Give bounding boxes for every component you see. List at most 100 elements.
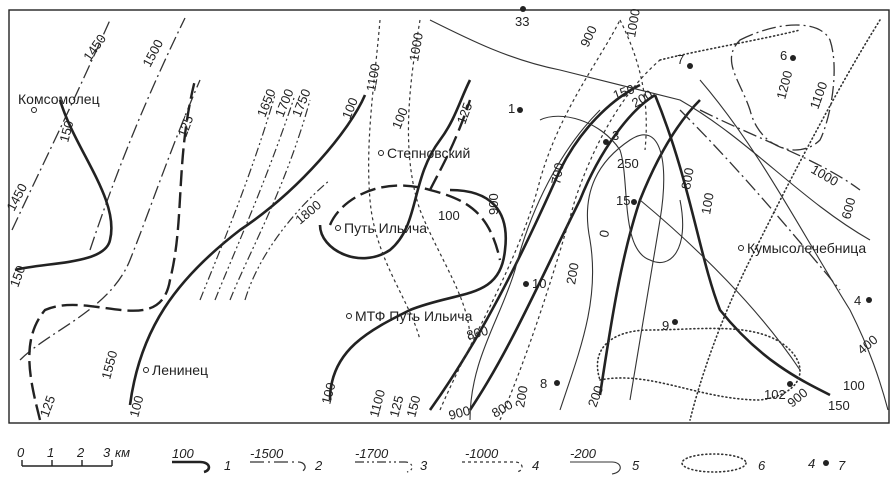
isoline-heavy-dashed — [428, 99, 472, 191]
scale-tick: 1 — [47, 445, 54, 460]
contour-label: 1000 — [809, 162, 842, 189]
isoline-type1 — [428, 83, 641, 411]
contour-label: 700 — [548, 162, 567, 186]
settlement-marker — [335, 225, 341, 231]
well-marker — [687, 63, 693, 69]
isoline-type6 — [596, 327, 801, 401]
settlement-komsomolets: Комсомолец — [18, 91, 100, 107]
scale-bar: 0 1 2 3 км — [17, 445, 130, 467]
contour-label: 125 — [454, 101, 476, 127]
well-marker — [631, 199, 637, 205]
isoline-type1 — [598, 99, 701, 396]
settlement-marker — [378, 150, 384, 156]
contour-label: 900 — [784, 385, 810, 410]
contour-label: 100 — [318, 381, 338, 406]
contour-label: 1000 — [623, 7, 643, 38]
legend-index-6: 6 — [758, 458, 766, 473]
well-marker — [790, 55, 796, 61]
contour-label: 150 — [828, 398, 850, 413]
isoline-type2 — [19, 79, 201, 361]
isoline-type4 — [368, 19, 421, 341]
contour-label: 100 — [843, 378, 865, 393]
scale-tick: 0 — [17, 445, 25, 460]
well-label: 4 — [854, 293, 861, 308]
legend-index-7: 7 — [838, 458, 846, 473]
settlement-mtf-put-ilicha: МТФ Путь Ильича — [355, 308, 473, 324]
legend-sample-7: 4 — [808, 456, 815, 471]
scale-tick: 3 — [103, 445, 111, 460]
contour-label: 100 — [438, 208, 460, 223]
contour-label: 250 — [617, 156, 639, 171]
isoline-type5 — [559, 134, 665, 411]
contour-label: 400 — [854, 332, 880, 357]
contour-label: 100 — [126, 394, 146, 419]
contour-label: 800 — [489, 397, 515, 421]
isoline-type4 — [407, 19, 471, 341]
legend-sample-1: 100 — [172, 446, 194, 461]
contour-label: 1100 — [366, 388, 388, 419]
settlement-marker — [31, 107, 37, 113]
legend-line-5 — [570, 461, 621, 475]
legend-sample-5: -200 — [570, 446, 597, 461]
settlement-leninets: Ленинец — [152, 362, 208, 378]
well-label: 10 — [532, 276, 546, 291]
well-label: 15 — [616, 193, 630, 208]
settlement-put-ilicha: Путь Ильича — [344, 220, 427, 236]
isoline-type3 — [199, 94, 276, 301]
contour-label: 1000 — [406, 31, 426, 62]
contour-label: 125 — [37, 394, 59, 420]
legend-line-1 — [172, 460, 211, 474]
isoline-type3 — [229, 99, 311, 301]
contour-label: 150 — [7, 264, 29, 290]
well-marker — [603, 139, 609, 145]
isoline-type1 — [653, 94, 831, 397]
isoline-type5 — [469, 109, 601, 421]
contour-label: 0 — [596, 229, 612, 239]
isoline-type1 — [128, 94, 367, 406]
isoline-type1 — [318, 79, 472, 260]
legend-index-2: 2 — [314, 458, 323, 473]
isoline-type1 — [328, 188, 508, 401]
well-label: 9 — [662, 318, 669, 333]
settlement-stepnovsky: Степновский — [387, 145, 470, 161]
contour-label: 1450 — [80, 31, 109, 63]
scale-tick: 2 — [76, 445, 85, 460]
isoline-type5 — [429, 19, 871, 241]
well-marker — [866, 297, 872, 303]
scale-unit: км — [115, 445, 130, 460]
legend-line-4 — [462, 461, 523, 473]
legend-line-3 — [355, 461, 413, 473]
legend-index-3: 3 — [420, 458, 428, 473]
isoline-type2 — [11, 19, 111, 231]
contour-label: 600 — [838, 196, 858, 221]
contour-label: 900 — [486, 193, 501, 215]
legend: 0 1 2 3 км 100 1 -1500 2 -1700 3 -1000 4… — [17, 445, 846, 475]
contour-label: 200 — [585, 384, 607, 410]
well-label: 1 — [508, 101, 515, 116]
contour-label: 900 — [447, 403, 472, 423]
well-marker — [517, 107, 523, 113]
well-marker — [523, 281, 529, 287]
contour-label: 150 — [611, 81, 637, 103]
contour-label: 900 — [577, 23, 600, 49]
contour-label: 100 — [339, 95, 361, 121]
wells: 33 7 6 1 3 15 10 9 8 4 102 — [508, 6, 872, 402]
legend-sample-2: -1500 — [250, 446, 284, 461]
well-label: 8 — [540, 376, 547, 391]
isoline-type2 — [699, 109, 861, 191]
contour-label: 1100 — [363, 62, 383, 92]
settlement-marker — [738, 245, 744, 251]
isoline-type6 — [659, 29, 801, 61]
contour-label: 800 — [678, 167, 697, 191]
well-label: 102 — [764, 387, 786, 402]
legend-line-6 — [681, 453, 747, 473]
contour-label: 125 — [175, 114, 197, 140]
contour-label: 1450 — [3, 181, 30, 214]
isoline-type3 — [214, 94, 296, 301]
settlement-kumysolechebnitsa: Кумысолечебница — [747, 240, 866, 256]
contour-label: 200 — [563, 262, 582, 286]
legend-line-2 — [250, 461, 306, 473]
well-marker — [787, 381, 793, 387]
well-label: 33 — [515, 14, 529, 29]
